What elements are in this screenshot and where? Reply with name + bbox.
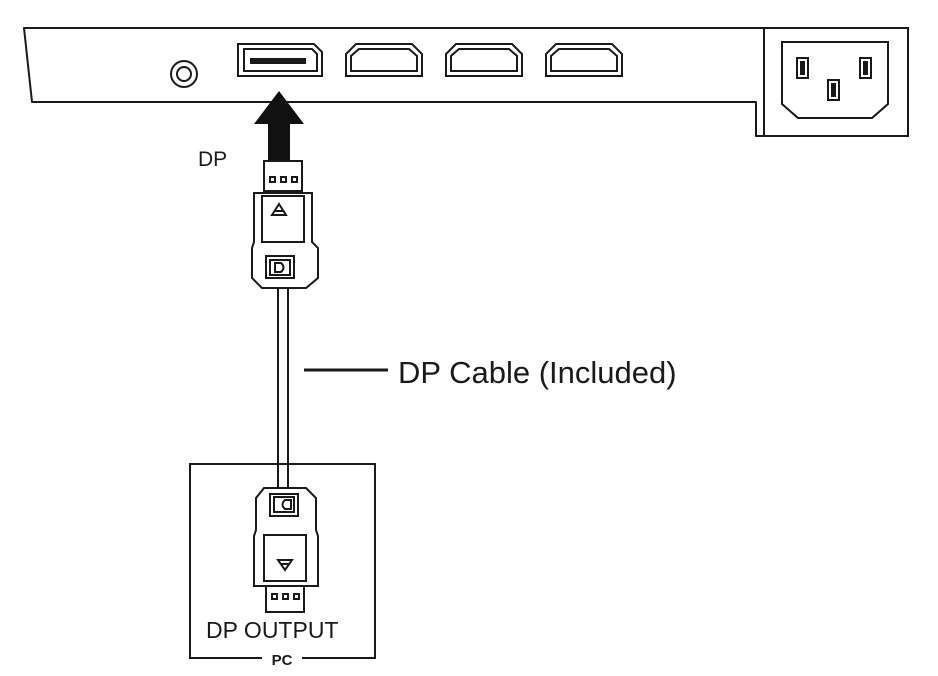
insert-arrow-icon — [254, 91, 304, 160]
cable-label: DP Cable (Included) — [398, 355, 677, 390]
dp-port-label: DP — [198, 148, 227, 171]
hdmi-socket-3-icon — [545, 43, 623, 77]
dp-cable — [277, 288, 289, 488]
audio-jack-icon — [170, 60, 198, 88]
pc-box — [189, 463, 376, 659]
pc-label: PC — [272, 652, 293, 669]
dp-plug-bottom-icon — [253, 487, 319, 613]
displayport-socket-icon — [237, 43, 323, 77]
dp-output-label: DP OUTPUT — [206, 617, 338, 643]
dp-plug-top-icon — [251, 160, 319, 289]
ac-power-inlet-icon — [763, 27, 909, 137]
hdmi-socket-1-icon — [345, 43, 423, 77]
hdmi-socket-2-icon — [445, 43, 523, 77]
